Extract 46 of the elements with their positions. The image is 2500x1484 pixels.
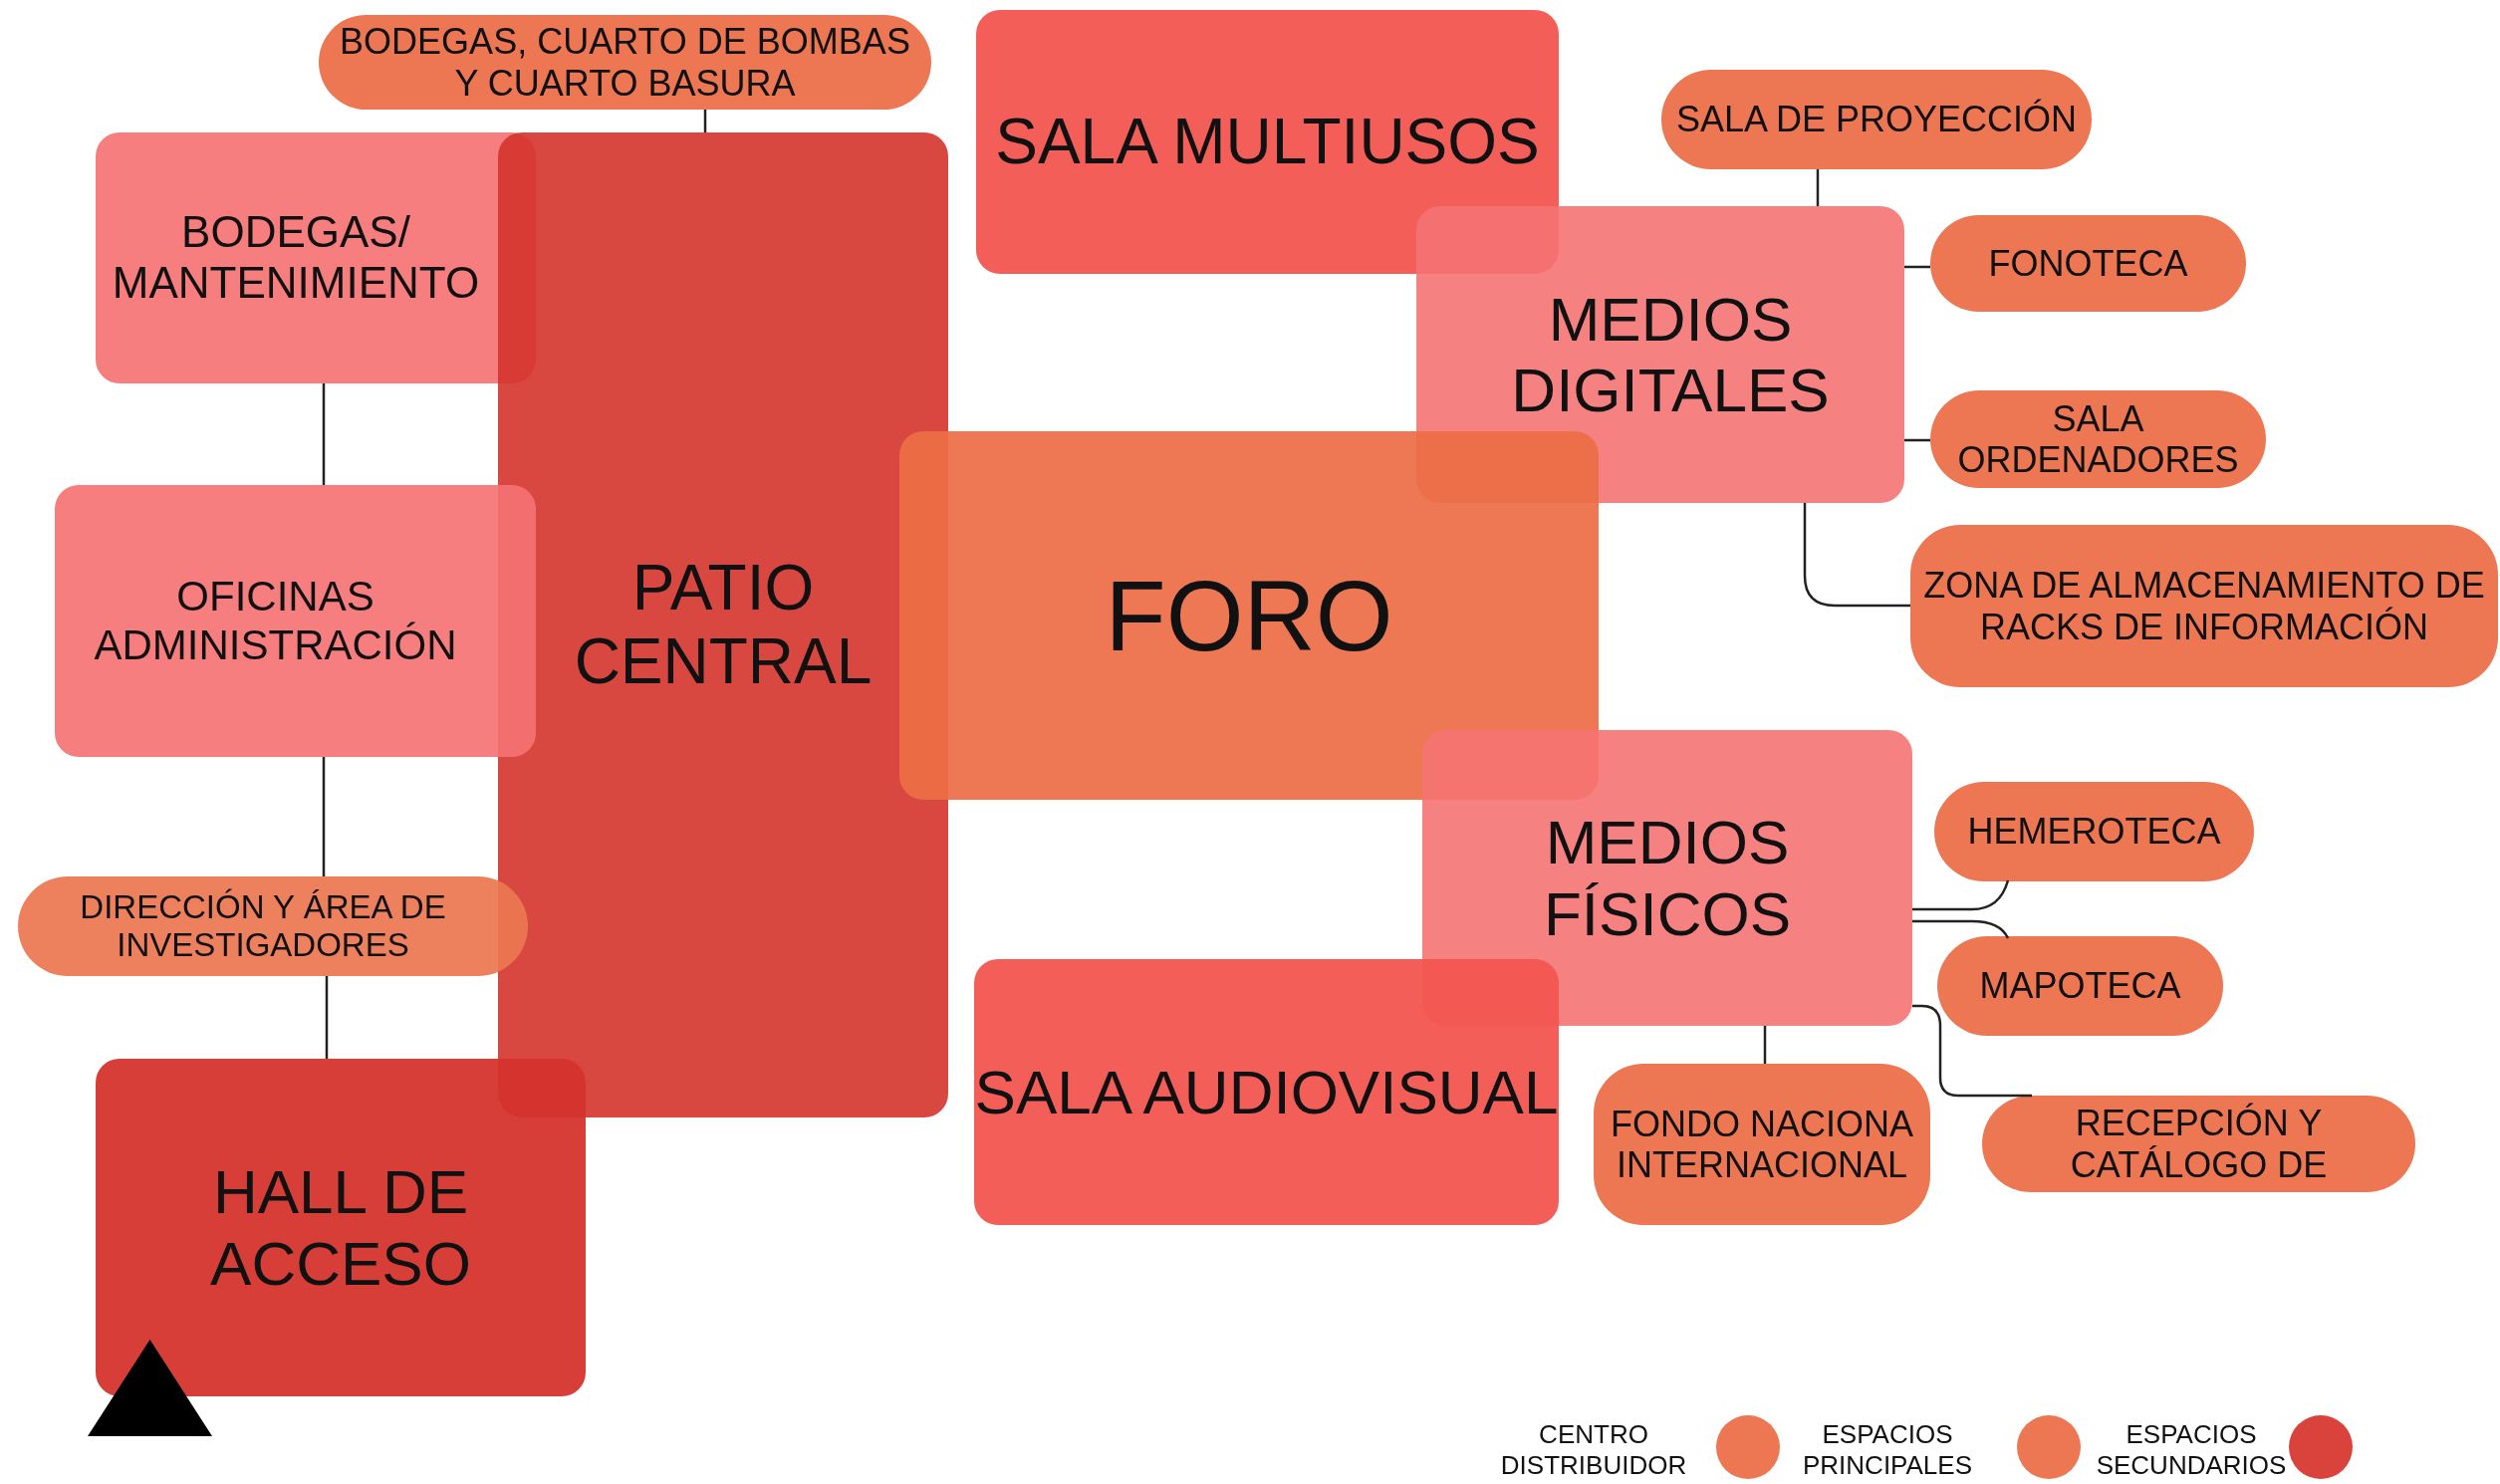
connector-line xyxy=(325,976,329,1059)
connector-line xyxy=(1912,1004,2032,1098)
space-label: HEMEROTECA xyxy=(1967,811,2221,853)
connector-line xyxy=(1803,503,1910,608)
connector-line xyxy=(703,110,707,132)
space-pill xyxy=(1594,1064,1930,1225)
space-label: BODEGAS, CUARTO DE BOMBAS Y CUARTO BASURA xyxy=(339,21,911,104)
space-block xyxy=(1422,730,1912,1026)
space-label: SALA MULTIUSOS xyxy=(995,105,1540,179)
space-block xyxy=(974,959,1559,1225)
space-label: MAPOTECA xyxy=(1979,965,2181,1007)
space-block xyxy=(498,132,948,1117)
legend-label: ESPACIOS SECUNDARIOS xyxy=(2095,1419,2288,1482)
space-block xyxy=(96,1059,586,1396)
space-pill xyxy=(1937,936,2223,1036)
connector-line xyxy=(1912,919,2010,939)
space-label: SALA DE PROYECCIÓN xyxy=(1675,99,2078,140)
legend-label: ESPACIOS PRINCIPALES xyxy=(1802,1419,1973,1482)
connector-line xyxy=(1816,169,1820,206)
legend-label: CENTRO DISTRIBUIDOR xyxy=(1499,1419,1688,1482)
space-label: MEDIOS DIGITALES xyxy=(1510,283,1831,426)
entrance-triangle xyxy=(88,1340,212,1436)
space-label: ZONA DE ALMACENAMIENTO DE RACKS DE INFORMACIÓN xyxy=(1922,565,2486,647)
space-pill xyxy=(1910,525,2498,687)
connector-line xyxy=(322,757,326,876)
space-block xyxy=(55,485,536,757)
space-label: MEDIOS FÍSICOS xyxy=(1543,807,1792,949)
space-label: BODEGAS/ MANTENIMIENTO xyxy=(111,207,481,309)
space-label: SALA AUDIOVISUAL xyxy=(974,1056,1559,1128)
space-label: PATIO CENTRAL xyxy=(573,551,874,699)
connector-line xyxy=(1912,879,2010,911)
space-block xyxy=(976,10,1559,274)
space-label: HALL DE ACCESO xyxy=(209,1156,472,1299)
forum-block xyxy=(899,431,1599,800)
space-label: FONDO NACIONA INTERNACIONAL xyxy=(1610,1103,1914,1186)
space-label: DIRECCIÓN Y ÁREA DE INVESTIGADORES xyxy=(79,888,447,964)
connector-line xyxy=(1904,438,1930,442)
space-label: FONOTECA xyxy=(1988,242,2188,285)
connector-line xyxy=(1904,265,1930,269)
connector-line xyxy=(1763,1026,1767,1064)
space-label: SALA ORDENADORES xyxy=(1956,397,2240,481)
connector-line xyxy=(322,383,326,485)
space-label: OFICINAS ADMINISTRACIÓN xyxy=(93,573,458,669)
space-label: FORO xyxy=(1105,558,1393,673)
space-label: RECEPCIÓN Y CATÁLOGO DE xyxy=(2069,1103,2329,1185)
space-block xyxy=(1416,206,1904,503)
